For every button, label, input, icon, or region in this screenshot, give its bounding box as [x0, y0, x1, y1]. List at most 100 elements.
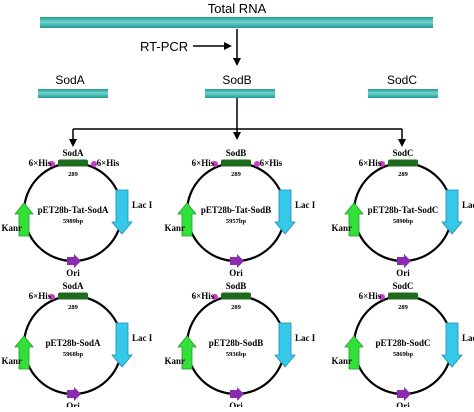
lac-i-arrow: [111, 322, 133, 368]
plasmid-maps: SodA 6×His 6×His 289 pET28b-Tat-SodA 5989bpKa…: [1, 148, 474, 411]
ori-label: Ori: [66, 268, 80, 278]
lac-i-label: Lac I: [132, 200, 153, 210]
gene-label-sodc: SodC: [387, 73, 417, 87]
lac-i-arrow: [111, 189, 133, 235]
plasmid-size-label: 5890bp: [393, 218, 414, 225]
rt-pcr-label: RT-PCR: [140, 39, 188, 54]
insert-gene-label: SodB: [226, 281, 247, 291]
kana-label: Kanr: [331, 223, 352, 233]
kana-arrow: [177, 202, 197, 237]
lac-i-arrow: [274, 322, 296, 368]
lac-i-arrow: [441, 189, 463, 235]
his-tag-left-marker: [379, 161, 385, 167]
kana-arrow: [14, 335, 34, 370]
ori-arrow: [397, 254, 411, 268]
his-tag-left-label: 6×His: [29, 291, 52, 301]
plasmid-size-label: 5968bp: [63, 351, 84, 358]
his-tag-left-label: 6×His: [29, 158, 52, 168]
gene-insert-block: [388, 292, 418, 300]
ori-label: Ori: [396, 401, 410, 407]
gene-insert-block: [58, 159, 88, 167]
total-rna-bar: [40, 17, 433, 28]
gene-label-sodb: SodB: [222, 73, 251, 87]
ori-label: Ori: [229, 268, 243, 278]
gene-bar-sodb: [205, 89, 275, 98]
his-tag-right-marker: [254, 161, 260, 167]
lac-i-label: Lac I: [132, 333, 153, 343]
kana-label: Kanr: [331, 356, 352, 366]
plasmid-name-label: pET28b-Tat-SodC: [368, 205, 439, 215]
his-tag-left-label: 6×His: [359, 291, 382, 301]
gene-insert-block: [388, 159, 418, 167]
gene-bar-sodc: [368, 89, 438, 98]
plasmid-name-label: pET28b-SodA: [45, 338, 101, 348]
kana-arrow: [344, 335, 364, 370]
his-tag-right-marker: [91, 161, 97, 167]
ori-label: Ori: [396, 268, 410, 278]
lac-i-label: Lac I: [462, 333, 474, 343]
his-tag-left-marker: [49, 294, 55, 300]
insert-position-label: 289: [231, 304, 242, 311]
his-tag-left-marker: [212, 161, 218, 167]
insert-position-label: 289: [68, 304, 79, 311]
gene-bar-soda: [38, 89, 108, 98]
kana-arrow: [177, 335, 197, 370]
insert-gene-label: SodC: [392, 281, 413, 291]
insert-position-label: 289: [68, 171, 79, 178]
plasmid-size-label: 5936bp: [226, 351, 247, 358]
lac-i-label: Lac I: [462, 200, 474, 210]
his-tag-left-label: 6×His: [359, 158, 382, 168]
gene-label-soda: SodA: [55, 73, 84, 87]
lac-i-label: Lac I: [295, 333, 316, 343]
plasmid-name-label: pET28b-Tat-SodB: [201, 205, 271, 215]
insert-gene-label: SodC: [392, 148, 413, 158]
his-tag-left-marker: [49, 161, 55, 167]
ori-label: Ori: [66, 401, 80, 407]
gene-insert-block: [221, 292, 251, 300]
ori-arrow: [397, 387, 411, 401]
gene-insert-block: [58, 292, 88, 300]
total-rna-label: Total RNA: [208, 1, 267, 16]
insert-gene-label: SodA: [62, 148, 84, 158]
kana-label: Kanr: [1, 223, 22, 233]
lac-i-label: Lac I: [295, 200, 316, 210]
ori-arrow: [67, 387, 81, 401]
insert-position-label: 289: [398, 304, 409, 311]
his-tag-left-marker: [379, 294, 385, 300]
plasmid-name-label: pET28b-SodB: [209, 338, 264, 348]
his-tag-left-label: 6×His: [192, 158, 215, 168]
ori-arrow: [230, 254, 244, 268]
gene-insert-block: [221, 159, 251, 167]
plasmid-size-label: 5989bp: [63, 218, 84, 225]
plasmid-name-label: pET28b-Tat-SodA: [38, 205, 109, 215]
lac-i-arrow: [274, 189, 296, 235]
ori-label: Ori: [229, 401, 243, 407]
kana-label: Kanr: [1, 356, 22, 366]
kana-label: Kanr: [164, 356, 185, 366]
plasmid-map: SodB 6×His 6×His 289 pET28b-Tat-SodB 5957bpKa…: [164, 148, 315, 278]
insert-position-label: 289: [231, 171, 242, 178]
insert-position-label: 289: [398, 171, 409, 178]
plasmid-name-label: pET28b-SodC: [375, 338, 430, 348]
his-tag-left-marker: [212, 294, 218, 300]
plasmid-map: SodA 6×His 6×His 289 pET28b-Tat-SodA 5989bpKa…: [1, 148, 152, 278]
his-tag-right-label: 6×His: [97, 158, 120, 168]
lac-i-arrow: [441, 322, 463, 368]
his-tag-right-label: 6×His: [260, 158, 283, 168]
kana-label: Kanr: [164, 223, 185, 233]
insert-gene-label: SodA: [62, 281, 84, 291]
plasmid-size-label: 5869bp: [393, 351, 414, 358]
plasmid-size-label: 5957bp: [226, 218, 247, 225]
kana-arrow: [14, 202, 34, 237]
insert-gene-label: SodB: [226, 148, 247, 158]
ori-arrow: [67, 254, 81, 268]
his-tag-left-label: 6×His: [192, 291, 215, 301]
ori-arrow: [230, 387, 244, 401]
kana-arrow: [344, 202, 364, 237]
